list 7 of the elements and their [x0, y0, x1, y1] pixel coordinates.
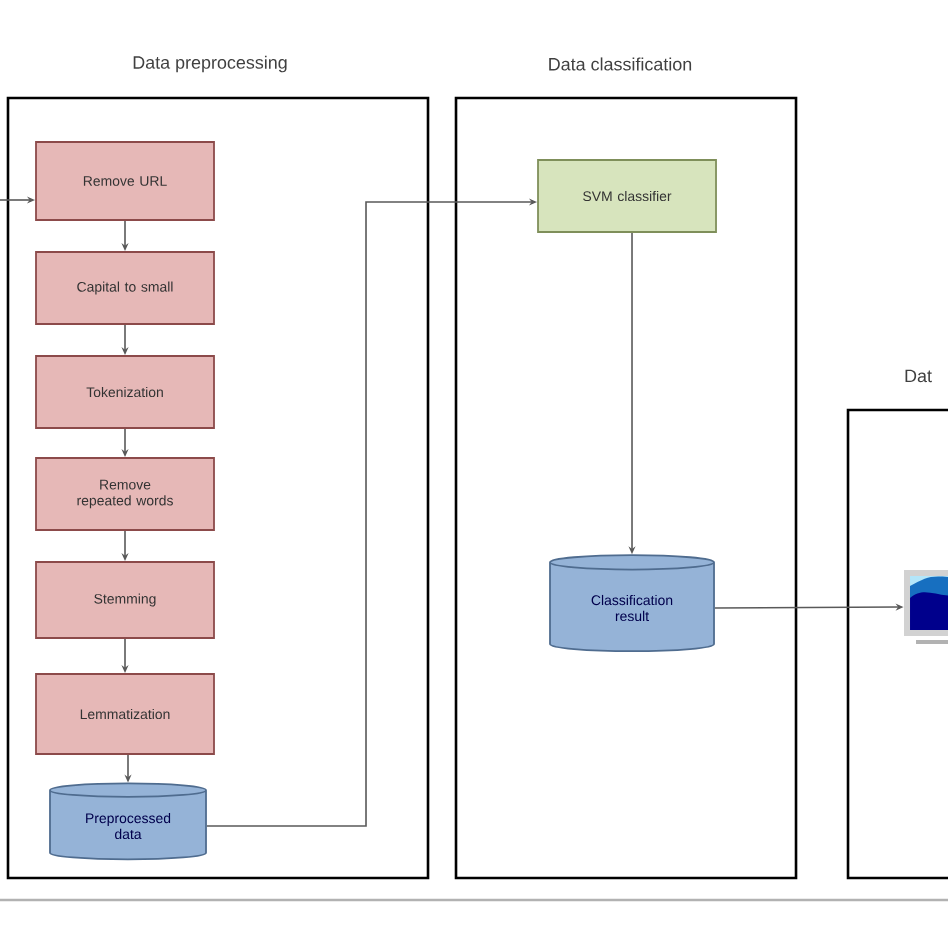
- panel-box: [454, 96, 798, 880]
- panel-box: [6, 96, 430, 880]
- panel-box: [846, 408, 948, 880]
- panel-heading: Dat: [905, 369, 932, 383]
- picture: [904, 570, 948, 644]
- panel-heading: Data preprocessing: [133, 55, 287, 73]
- panel-heading: Data classification: [549, 57, 692, 71]
